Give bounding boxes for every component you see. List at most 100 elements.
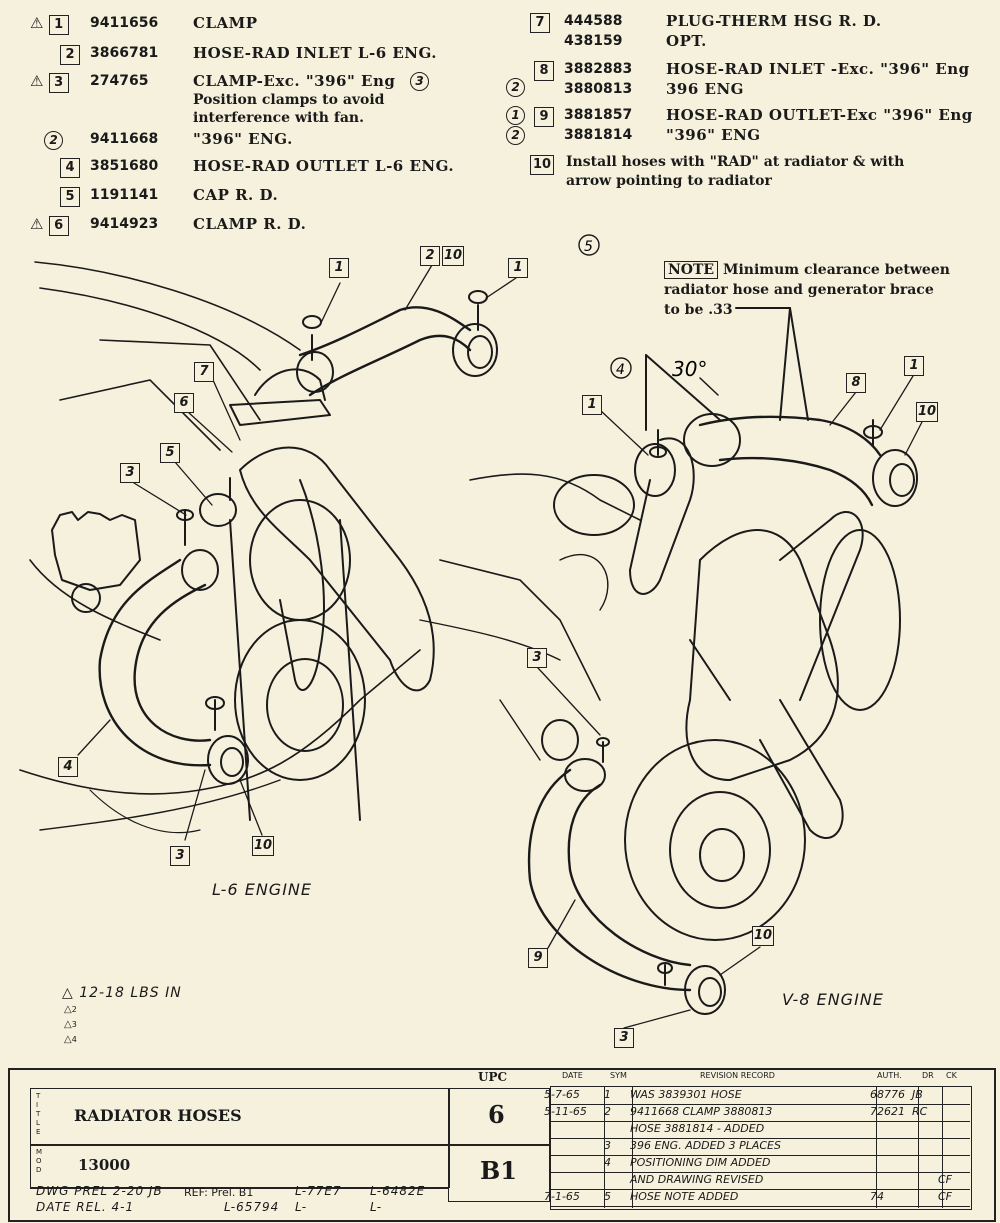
- legend-row-9-outlet: 1 2 9 3881857 3881814 HOSE-RAD OUTLET-Ex…: [506, 106, 972, 145]
- drawing-title: RADIATOR HOSES: [74, 1106, 242, 1125]
- clearance-note: NOTE Minimum clearance between radiator …: [664, 260, 950, 320]
- callout-clamp-1: 1: [329, 258, 349, 278]
- part-description: "396" ENG.: [193, 130, 293, 148]
- circle-5-label: 5: [584, 239, 593, 255]
- grid-line: [604, 1086, 605, 1208]
- upc-cell: [448, 1088, 550, 1146]
- install-note-line-1: Install hoses with "RAD" at radiator & w…: [566, 154, 905, 170]
- callout-clamp-1-v8: 1: [582, 395, 602, 415]
- item-mark: 5: [60, 187, 80, 207]
- revision-text: HOSE 3881814 - ADDED: [630, 1122, 765, 1135]
- revision-row-divider: [550, 1206, 970, 1207]
- callout-clamp-6: 6: [174, 393, 194, 413]
- part-description: CLAMP R. D.: [193, 215, 307, 233]
- rev-hdr-sym: SYM: [610, 1071, 627, 1080]
- rev-hdr-dr: DR: [922, 1071, 934, 1080]
- upc-number: 6: [488, 1100, 505, 1129]
- ref-l2: L-6482E: [370, 1184, 426, 1198]
- part-description-alt: OPT.: [666, 32, 707, 50]
- v8-engine-caption: V-8 ENGINE: [782, 990, 884, 1009]
- part-number-alt: 3881814: [564, 127, 633, 143]
- mod-cell: [30, 1144, 450, 1188]
- item-mark: 7: [530, 13, 550, 33]
- legend-note-1: Position clamps to avoid: [193, 92, 385, 108]
- revision-ck: CF: [938, 1190, 953, 1203]
- torque-triangle-icon: ⚠: [30, 72, 44, 90]
- legend-row-4: 2 9411668 "396" ENG.: [30, 130, 292, 150]
- revision-sym: 1: [604, 1088, 611, 1101]
- mod-number: 13000: [78, 1156, 131, 1174]
- revision-ck: CF: [938, 1173, 953, 1186]
- revision-text: POSITIONING DIM ADDED: [630, 1156, 771, 1169]
- item-mark: 6: [48, 216, 69, 236]
- grid-line: [632, 1086, 633, 1208]
- item-mark: 8: [534, 61, 554, 81]
- revision-row-divider: [550, 1104, 970, 1105]
- date-info: DATE REL. 4-1: [36, 1200, 135, 1214]
- revision-circle: 2: [506, 78, 525, 97]
- callout-clamp-3b-v8: 3: [614, 1028, 634, 1048]
- part-number: 3882883: [564, 61, 633, 77]
- item-mark: 4: [60, 158, 80, 178]
- item-mark: 10: [530, 155, 554, 175]
- callout-install-10b-v8: 10: [752, 926, 774, 946]
- revision-text: AND DRAWING REVISED: [630, 1173, 764, 1186]
- callout-clamp-3-v8: 3: [527, 648, 547, 668]
- callout-clamp-1b-v8: 1: [904, 356, 924, 376]
- group-number: B1: [480, 1156, 517, 1185]
- note-line-2: radiator hose and generator brace: [664, 282, 934, 298]
- ref-l4: L-: [295, 1200, 308, 1214]
- revision-date: 5-7-65: [544, 1088, 580, 1101]
- revision-dr: JB: [912, 1088, 923, 1101]
- revision-auth: 72621: [870, 1105, 905, 1118]
- part-description-alt: 396 ENG: [666, 80, 744, 98]
- torque-triangle-icon: △: [62, 985, 74, 1001]
- item-mark: 9: [534, 107, 554, 127]
- item-mark: 2: [60, 45, 80, 65]
- legend-row-7: ⚠ 6 9414923 CLAMP R. D.: [30, 215, 306, 236]
- legend-note-2: interference with fan.: [193, 110, 364, 126]
- rev-hdr-auth: AUTH.: [877, 1071, 902, 1080]
- part-number-alt: 3880813: [564, 81, 633, 97]
- title-label: TITLE: [36, 1092, 41, 1136]
- hose-diagram: 5 4 30°: [19, 234, 924, 1029]
- callout-install-10b: 10: [252, 836, 274, 856]
- part-description: HOSE-RAD OUTLET-Exc "396" Eng: [666, 106, 973, 124]
- part-number-alt: 438159: [564, 33, 623, 49]
- title-cell: [30, 1088, 450, 1146]
- legend-row-10-install: 10 Install hoses with "RAD" at radiator …: [530, 154, 904, 189]
- group-cell: [448, 1144, 550, 1202]
- title-block: UPC TITLE RADIATOR HOSES MOD 13000 DWG P…: [8, 1068, 996, 1222]
- callout-install-10: 10: [442, 246, 464, 266]
- callout-cap-5: 5: [160, 443, 180, 463]
- part-number: 274765: [90, 73, 149, 89]
- torque-mark-2: △2: [64, 1004, 77, 1015]
- callout-plug-7: 7: [194, 362, 214, 382]
- revision-circle: 2: [44, 131, 63, 150]
- part-description: CLAMP-Exc. "396" Eng: [193, 72, 396, 90]
- grid-line: [942, 1086, 943, 1208]
- legend-row-2: 2 3866781 HOSE-RAD INLET L-6 ENG.: [30, 44, 437, 65]
- revision-text: HOSE NOTE ADDED: [630, 1190, 739, 1203]
- legend-row-3: ⚠ 3 274765 CLAMP-Exc. "396" Eng 3: [30, 72, 429, 93]
- part-description: CAP R. D.: [193, 186, 279, 204]
- callout-clamp-1b: 1: [508, 258, 528, 278]
- part-number: 444588: [564, 13, 623, 29]
- install-note-line-2: arrow pointing to radiator: [566, 173, 772, 189]
- note-tag: NOTE: [664, 261, 719, 279]
- callout-hose-9: 9: [528, 948, 548, 968]
- revision-row-divider: [550, 1189, 970, 1190]
- mod-label: MOD: [36, 1148, 43, 1174]
- torque-note: △ 12-18 LBS IN: [62, 985, 182, 1001]
- part-description: HOSE-RAD OUTLET L-6 ENG.: [193, 157, 455, 175]
- revision-circle: 3: [410, 72, 429, 91]
- legend-row-5: 4 3851680 HOSE-RAD OUTLET L-6 ENG.: [30, 157, 454, 178]
- ref-l1: L-77E7: [295, 1184, 342, 1198]
- revision-auth: 74: [870, 1190, 884, 1203]
- revision-circle: 2: [506, 126, 525, 145]
- callout-hose-4: 4: [58, 757, 78, 777]
- revision-sym: 5: [604, 1190, 611, 1203]
- part-number: 1191141: [90, 187, 159, 203]
- revision-date: 5-11-65: [544, 1105, 587, 1118]
